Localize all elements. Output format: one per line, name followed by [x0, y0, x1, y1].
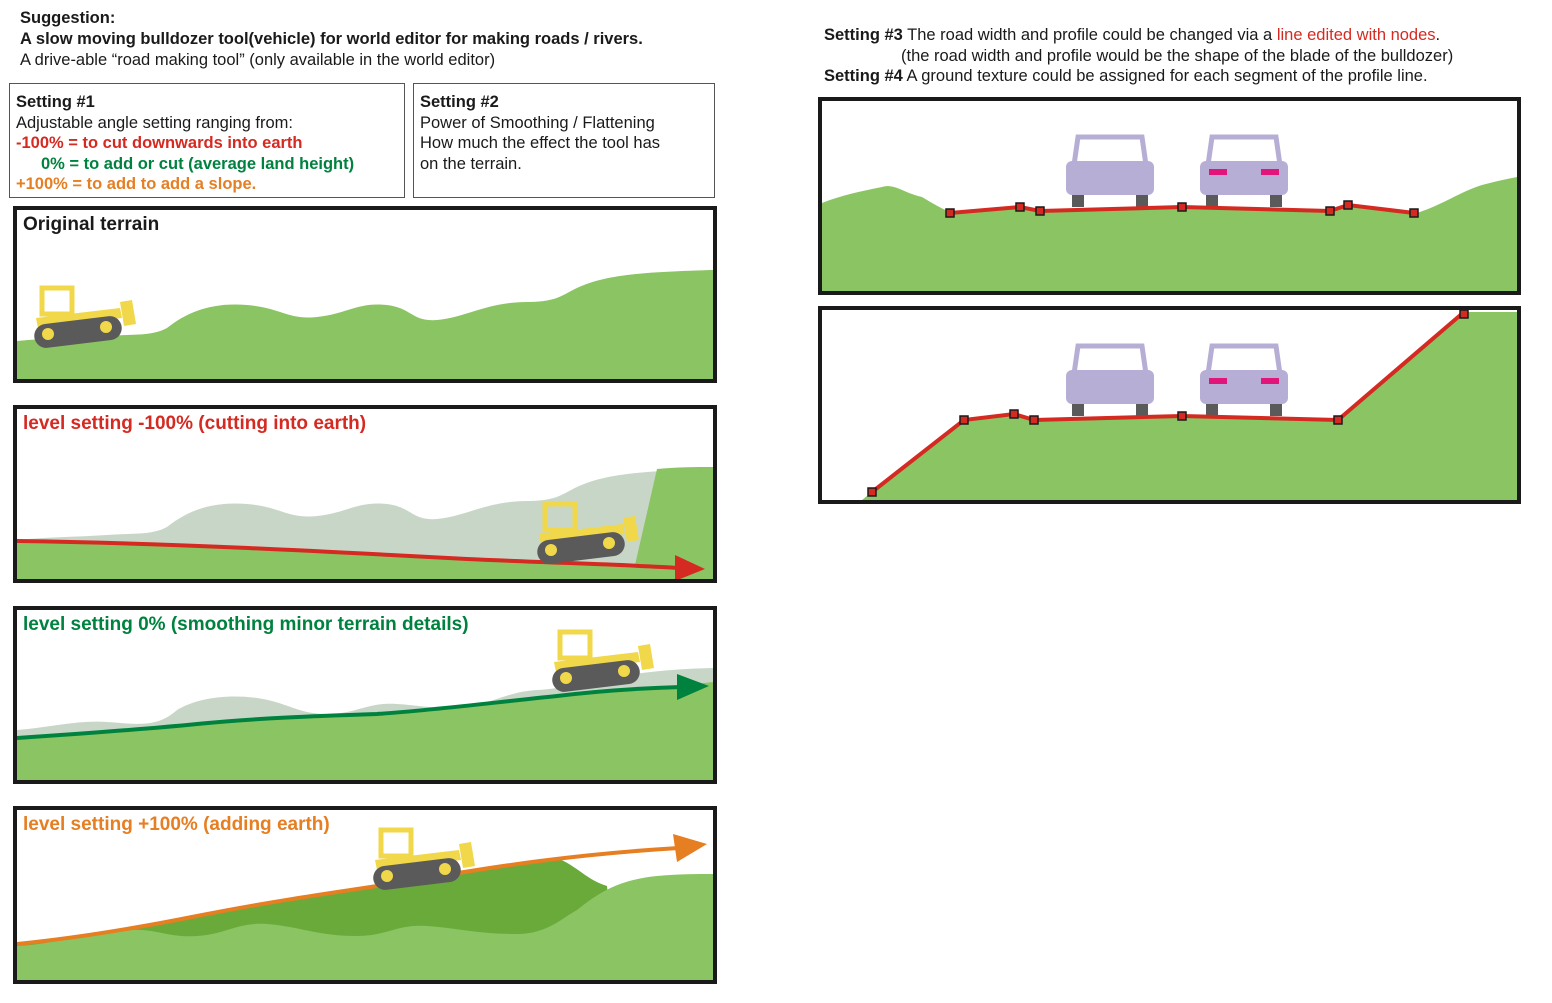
add-direction-line [17, 846, 680, 946]
setting-3-description: The road width and profile could be chan… [907, 26, 1273, 44]
original-terrain-title: Original terrain [23, 214, 160, 235]
setting-1-box: Setting #1 Adjustable angle setting rang… [9, 83, 405, 198]
profile-node [1035, 206, 1045, 216]
setting-4-text: Setting #4 A ground texture could be ass… [824, 66, 1428, 87]
setting-3-note: (the road width and profile would be the… [901, 47, 1454, 65]
profile-node [1177, 411, 1187, 421]
car-taillight [1209, 169, 1227, 175]
profile-node [1459, 310, 1469, 319]
profile-node [1177, 202, 1187, 212]
car-taillight [1261, 378, 1279, 384]
smoothing-title: level setting 0% (smoothing minor terrai… [23, 614, 469, 635]
profile-node [1333, 415, 1343, 425]
original-terrain-panel: Original terrain [13, 206, 717, 383]
smooth-arrow-head [677, 674, 709, 700]
setting-2-box: Setting #2 Power of Smoothing / Flatteni… [413, 83, 715, 198]
adding-earth-title: level setting +100% (adding earth) [23, 814, 330, 835]
profile-node [1343, 200, 1353, 210]
suggestion-label: Suggestion: [20, 9, 116, 27]
setting-4-heading: Setting #4 [824, 67, 903, 85]
profile-node [1325, 206, 1335, 216]
setting-1-negative: -100% = to cut downwards into earth [16, 134, 303, 152]
page-subtitle: A drive-able “road making tool” (only av… [20, 51, 496, 69]
setting-1-positive: +100% = to add to add a slope. [16, 175, 257, 193]
terrain-grass [17, 270, 713, 379]
car-icon [1066, 346, 1154, 416]
road-profile-panel-raised [818, 306, 1521, 504]
profile-node [1015, 202, 1025, 212]
setting-3-highlight: line edited with nodes [1276, 26, 1436, 44]
setting-2-line-1: Power of Smoothing / Flattening [420, 113, 655, 132]
profile-node [945, 208, 955, 218]
cut-terrain-grass [17, 467, 713, 579]
profile-node [1009, 409, 1019, 419]
cut-arrow-head [675, 555, 705, 579]
setting-3-text: Setting #3 The road width and profile co… [824, 25, 1440, 46]
smoothed-terrain-grass [17, 682, 713, 780]
page-title: A slow moving bulldozer tool(vehicle) fo… [20, 30, 643, 48]
road-terrain-grass [822, 177, 1517, 291]
setting-4-description: A ground texture could be assigned for e… [906, 67, 1428, 85]
cut-earth-title: level setting -100% (cutting into earth) [23, 413, 367, 434]
cut-direction-line [17, 539, 680, 570]
profile-node [867, 487, 877, 497]
setting-1-heading: Setting #1 [16, 93, 95, 111]
car-taillight [1209, 378, 1227, 384]
setting-2-line-3: on the terrain. [420, 154, 522, 173]
setting-3-heading: Setting #3 [824, 26, 903, 44]
setting-2-line-2: How much the effect the tool has [420, 134, 660, 152]
setting-3-end: . [1435, 26, 1441, 44]
raised-road-terrain [862, 312, 1517, 500]
smooth-direction-line [17, 685, 682, 740]
setting-1-description: Adjustable angle setting ranging from: [16, 113, 294, 132]
road-profile-panel-flat [818, 97, 1521, 295]
terrain-grass [17, 874, 713, 980]
car-taillight [1261, 169, 1279, 175]
add-arrow-head [673, 834, 707, 862]
car-icon [1066, 137, 1154, 207]
setting-1-zero: 0% = to add or cut (average land height) [41, 154, 355, 173]
profile-node [1409, 208, 1419, 218]
smoothing-panel: level setting 0% (smoothing minor terrai… [13, 606, 717, 784]
profile-node [959, 415, 969, 425]
cut-earth-panel: level setting -100% (cutting into earth) [13, 405, 717, 583]
profile-node [1029, 415, 1039, 425]
adding-earth-panel: level setting +100% (adding earth) [13, 806, 717, 984]
setting-2-heading: Setting #2 [420, 93, 499, 111]
